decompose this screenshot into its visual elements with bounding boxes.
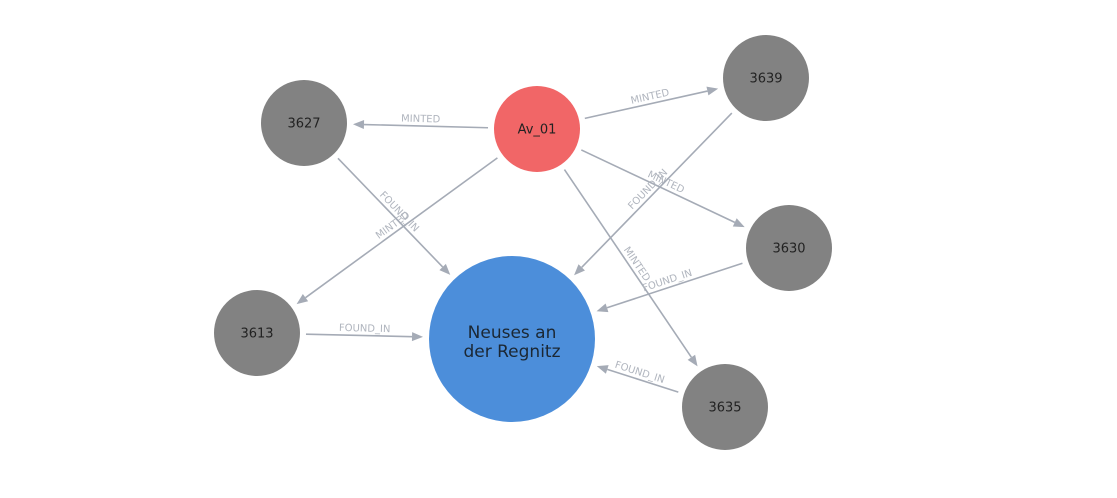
edge-line[interactable] — [584, 90, 708, 120]
node-place-label-line1: Neuses an — [468, 323, 557, 343]
node-3630[interactable]: 3630 — [746, 205, 832, 291]
node-3630-circle[interactable] — [746, 205, 832, 291]
node-av01[interactable]: Av_01 — [494, 86, 580, 172]
edge-line[interactable] — [305, 157, 498, 299]
node-place[interactable]: Neuses an der Regnitz — [429, 256, 595, 422]
edge-line[interactable] — [607, 368, 679, 393]
edge-line[interactable] — [337, 157, 444, 268]
node-3639-label: 3639 — [749, 72, 782, 87]
node-3627[interactable]: 3627 — [261, 80, 347, 166]
node-3635[interactable]: 3635 — [682, 364, 768, 450]
node-av01-circle[interactable] — [494, 86, 580, 172]
edge-found-in[interactable]: FOUND_IN — [305, 323, 424, 342]
edge-label: FOUND_IN — [613, 360, 665, 386]
edge-found-in[interactable]: FOUND_IN — [596, 262, 743, 313]
edge-arrowhead — [296, 294, 309, 305]
node-3613-label: 3613 — [240, 327, 273, 342]
node-3613-circle[interactable] — [214, 290, 300, 376]
edge-found-in[interactable]: FOUND_IN — [574, 112, 733, 276]
edge-arrowhead — [596, 303, 609, 313]
node-3613[interactable]: 3613 — [214, 290, 300, 376]
edge-arrowhead — [411, 332, 424, 342]
edge-found-in[interactable]: FOUND_IN — [596, 360, 679, 393]
edge-arrowhead — [706, 86, 719, 96]
edge-label: MINTED — [621, 245, 652, 284]
edge-arrowhead — [732, 218, 745, 228]
edge-line[interactable] — [363, 123, 489, 129]
edge-arrowhead — [687, 354, 698, 367]
edge-label: FOUND_IN — [339, 323, 391, 335]
node-3630-label: 3630 — [772, 242, 805, 257]
edge-arrowhead — [596, 365, 609, 374]
node-place-label-line2: der Regnitz — [463, 342, 560, 362]
edge-found-in[interactable]: FOUND_IN — [337, 157, 451, 275]
node-3639-circle[interactable] — [723, 35, 809, 121]
edge-minted[interactable]: MINTED — [584, 86, 719, 120]
edge-line[interactable] — [305, 333, 413, 338]
node-av01-label: Av_01 — [518, 123, 557, 138]
edge-line[interactable] — [563, 169, 693, 358]
edge-arrowhead — [439, 263, 451, 275]
edge-line[interactable] — [580, 149, 736, 224]
edge-line[interactable] — [606, 262, 743, 309]
node-3635-circle[interactable] — [682, 364, 768, 450]
node-3639[interactable]: 3639 — [723, 35, 809, 121]
edge-arrowhead — [574, 264, 585, 276]
edge-minted[interactable]: MINTED — [352, 113, 489, 130]
edge-label: MINTED — [401, 113, 441, 125]
edge-minted[interactable]: MINTED — [580, 149, 745, 228]
node-3635-label: 3635 — [708, 401, 741, 416]
edge-line[interactable] — [581, 112, 733, 268]
node-3627-circle[interactable] — [261, 80, 347, 166]
nodes-layer: Av_01 3627 3639 3630 3613 3635 Neuses an… — [214, 35, 832, 450]
edge-arrowhead — [352, 120, 365, 130]
node-place-circle[interactable] — [429, 256, 595, 422]
node-3627-label: 3627 — [287, 117, 320, 132]
